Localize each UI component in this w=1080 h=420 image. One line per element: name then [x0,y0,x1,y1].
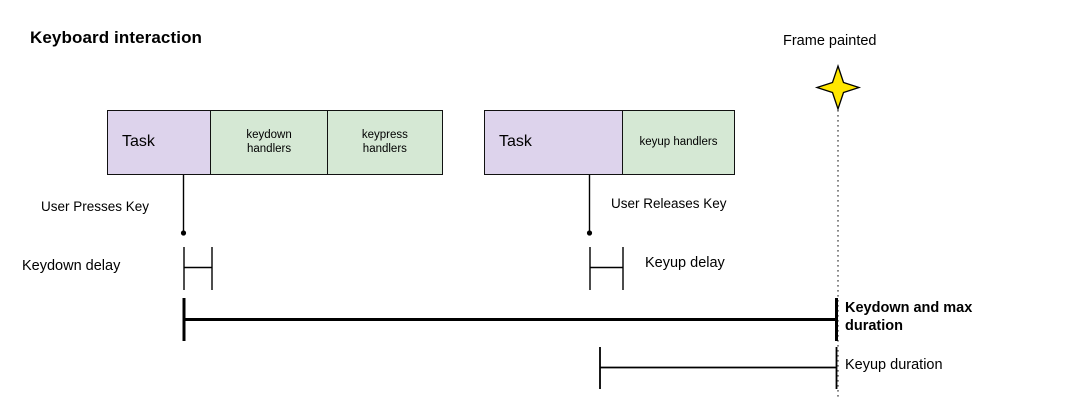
keyup-duration-bar [599,347,838,389]
keypress-handlers-line2: handlers [362,142,407,155]
keyup-task-group: Task keyup handlers [484,110,735,175]
page-title: Keyboard interaction [30,28,203,47]
keyup-delay-label: Keyup delay [645,255,725,271]
keydown-max-duration-bar [182,298,838,341]
keydown-max-duration-line2: duration [845,317,903,334]
keyup-delay-bracket [589,247,624,290]
keydown-handlers-line2: handlers [247,142,292,155]
user-presses-key-label: User Presses Key [41,199,150,214]
user-presses-key-pointer [180,175,187,236]
keydown-task-group: Task keydown handlers keypress handlers [107,110,443,175]
keydown-delay-label: Keydown delay [22,258,121,274]
user-releases-key-pointer [586,175,593,236]
keydown-handlers-line1: keydown [246,128,292,141]
keyup-duration-label: Keyup duration [845,357,943,373]
keypress-handlers-line1: keypress [361,128,408,141]
keydown-max-duration-label: Keydown and max duration [845,300,1025,335]
frame-painted-label: Frame painted [783,33,877,49]
keyup-handlers-cell: keyup handlers [622,111,734,174]
keydown-handlers-cell: keydown handlers [211,111,328,174]
user-releases-key-label: User Releases Key [611,196,727,211]
keypress-handlers-cell: keypress handlers [327,111,442,174]
keydown-max-duration-line1: Keydown and max [845,300,973,316]
keyup-task-cell: Task [485,111,623,174]
keydown-task-cell: Task [108,111,212,174]
keydown-delay-bracket [183,247,213,290]
four-point-star-icon [814,63,862,112]
